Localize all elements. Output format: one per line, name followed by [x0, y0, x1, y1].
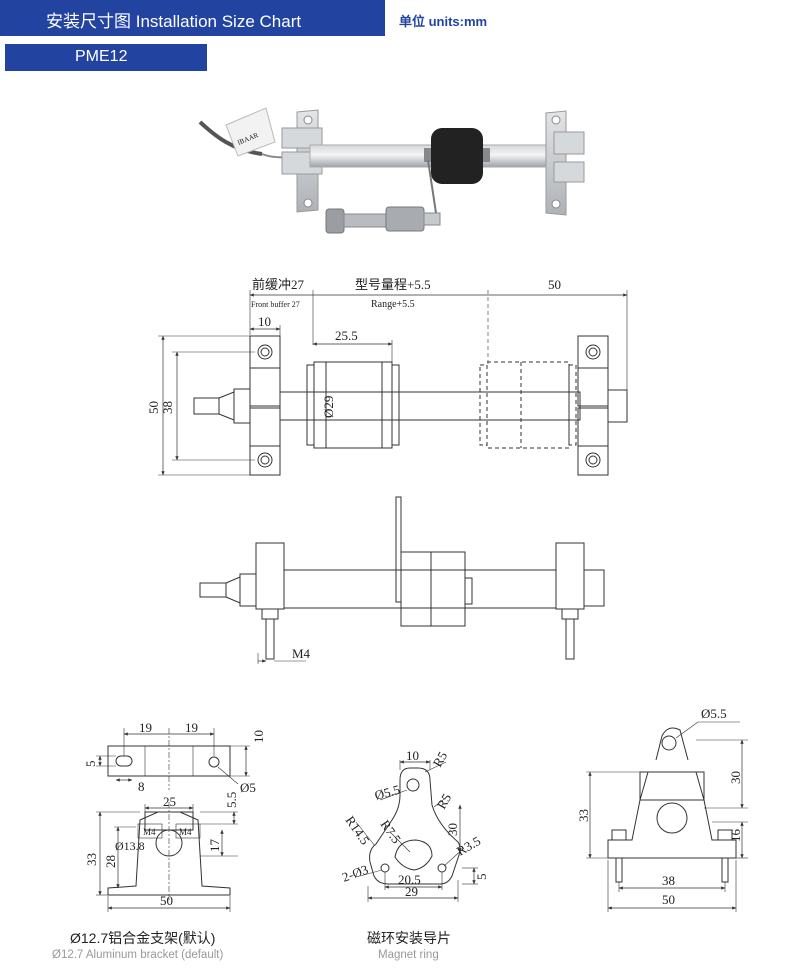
assembly-dim-38: 38: [662, 873, 675, 888]
bracket-dim-5: 5: [83, 761, 98, 768]
bracket-dim-28: 28: [103, 855, 118, 868]
bracket-thread-a: M4: [143, 827, 156, 837]
assembly-dim-50: 50: [662, 892, 675, 907]
bracket-dim-5-5: 5.5: [224, 792, 239, 808]
plate-dim-r5a: R5: [430, 749, 451, 770]
slider-width-dim: 25.5: [335, 328, 358, 343]
top-view: [158, 290, 628, 476]
bracket-thread-b: M4: [179, 827, 192, 837]
bracket-bore-dim: Ø13.8: [115, 839, 145, 853]
side-view: [199, 496, 605, 664]
units-label: 单位 units:mm: [399, 14, 488, 29]
plate-dim-r5b: R5: [434, 791, 455, 812]
bracket-dim-33: 33: [84, 853, 99, 866]
assembly-drawing: [586, 721, 748, 912]
range-label: 型号量程+5.5: [355, 277, 431, 292]
plate-dim-10: 10: [406, 748, 419, 763]
header-title-bar: 安装尺寸图 Installation Size Chart: [0, 0, 385, 36]
plate-hole-dim: Ø5.5: [373, 782, 402, 803]
plate-dim-20-5: 20.5: [398, 872, 421, 887]
bracket-dim-50: 50: [160, 893, 173, 908]
page-title: 安装尺寸图 Installation Size Chart: [46, 12, 302, 31]
front-buffer-en-label: Front buffer 27: [251, 300, 300, 309]
magnet-plate-drawing: [355, 760, 478, 902]
bracket-dim-10: 10: [251, 730, 266, 743]
hole-spacing-dim: 38: [160, 401, 175, 414]
bracket-dim-17: 17: [207, 839, 222, 853]
bracket-dim-8: 8: [138, 779, 145, 794]
bracket-hole-dim: Ø5: [240, 780, 256, 795]
plate-dim-2-03: 2-Ø3: [340, 862, 370, 885]
side-thread-dim: M4: [292, 646, 311, 661]
model-name: PME12: [75, 48, 128, 65]
right-length-dim: 50: [548, 277, 561, 292]
overall-height-dim: 50: [146, 401, 161, 414]
plate-dim-r14-5: R14.5: [343, 813, 373, 847]
assembly-dim-33: 33: [576, 809, 591, 822]
plate-dim-29: 29: [405, 884, 418, 899]
product-photo: IBAAR: [198, 107, 585, 234]
assembly-hole-dim: Ø5.5: [701, 706, 727, 721]
bracket-dim-25: 25: [163, 794, 176, 809]
bracket-drawing: [96, 728, 250, 912]
magnet-plate-caption-en: Magnet ring: [378, 949, 439, 961]
bracket-dim-19a: 19: [139, 720, 152, 735]
plate-dim-5: 5: [474, 874, 489, 881]
plate-dim-30: 30: [445, 823, 460, 836]
bracket-caption-en: Ø12.7 Aluminum bracket (default): [52, 949, 224, 961]
front-buffer-label: 前缓冲27: [252, 277, 305, 292]
assembly-dim-30: 30: [728, 771, 743, 784]
slider-diameter-dim: Ø29: [321, 396, 336, 418]
model-tag: PME12: [5, 44, 207, 71]
assembly-dim-16: 16: [728, 829, 743, 843]
bracket-width-dim: 10: [258, 314, 271, 329]
magnet-plate-caption: 磁环安装导片: [367, 930, 451, 946]
bracket-caption: Ø12.7铝合金支架(默认): [70, 930, 216, 946]
bracket-dim-19b: 19: [185, 720, 198, 735]
range-en-label: Range+5.5: [371, 299, 415, 310]
